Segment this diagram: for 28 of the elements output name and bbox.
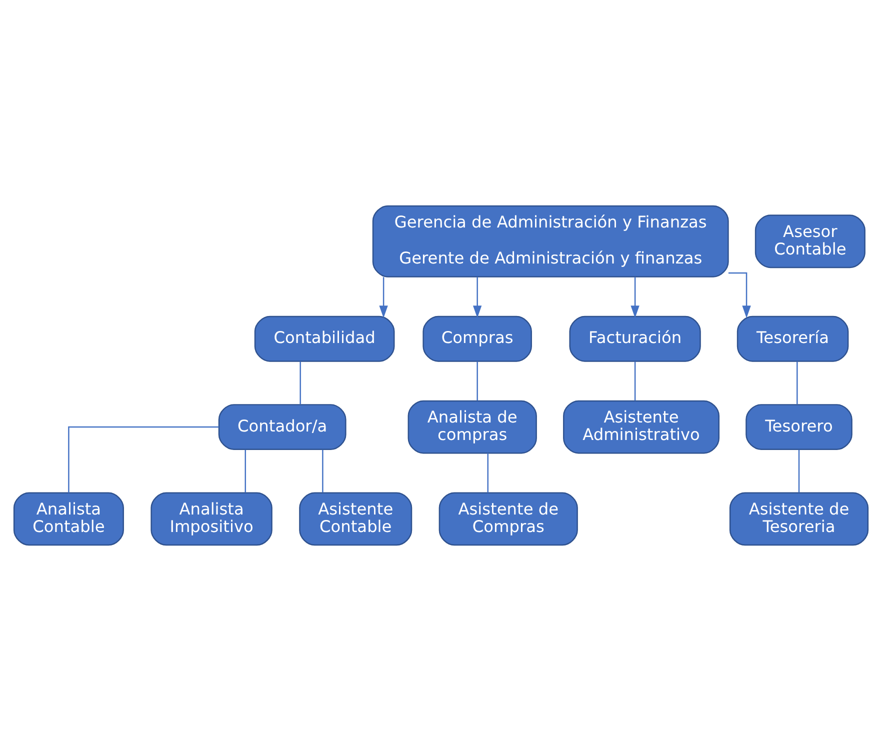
connector (796, 362, 798, 404)
arrow (472, 277, 482, 318)
connector (300, 362, 301, 404)
node-box: Facturación (569, 316, 701, 362)
node-box: Asistente Contable (299, 492, 412, 546)
node-box: Analista Impositivo (150, 492, 272, 546)
node-box: Asistente Administrativo (563, 400, 720, 454)
connector (476, 362, 478, 401)
node-box: Analista Contable (13, 492, 124, 546)
arrow (630, 277, 640, 318)
node-box: Asesor Contable (754, 214, 866, 268)
node-box: Contabilidad (254, 316, 395, 362)
node-box: Tesorería (736, 316, 849, 362)
node-box: Analista de compras (408, 400, 537, 454)
arrow (728, 272, 751, 318)
node-box: Asistente de Compras (438, 492, 578, 546)
connector (322, 450, 324, 493)
connector (487, 453, 488, 493)
connector (244, 450, 246, 493)
arrow (379, 277, 388, 318)
node-box: Contador/a (218, 404, 346, 450)
node-box: Tesorero (746, 404, 852, 450)
connector (68, 426, 219, 493)
node-box: Compras (422, 316, 532, 362)
connector (798, 450, 800, 493)
node-box: Gerencia de Administración y Finanzas Gerente de Administración y finanzas (372, 205, 729, 278)
node-box: Asistente de Tesoreria (729, 492, 869, 546)
connector (634, 362, 636, 401)
